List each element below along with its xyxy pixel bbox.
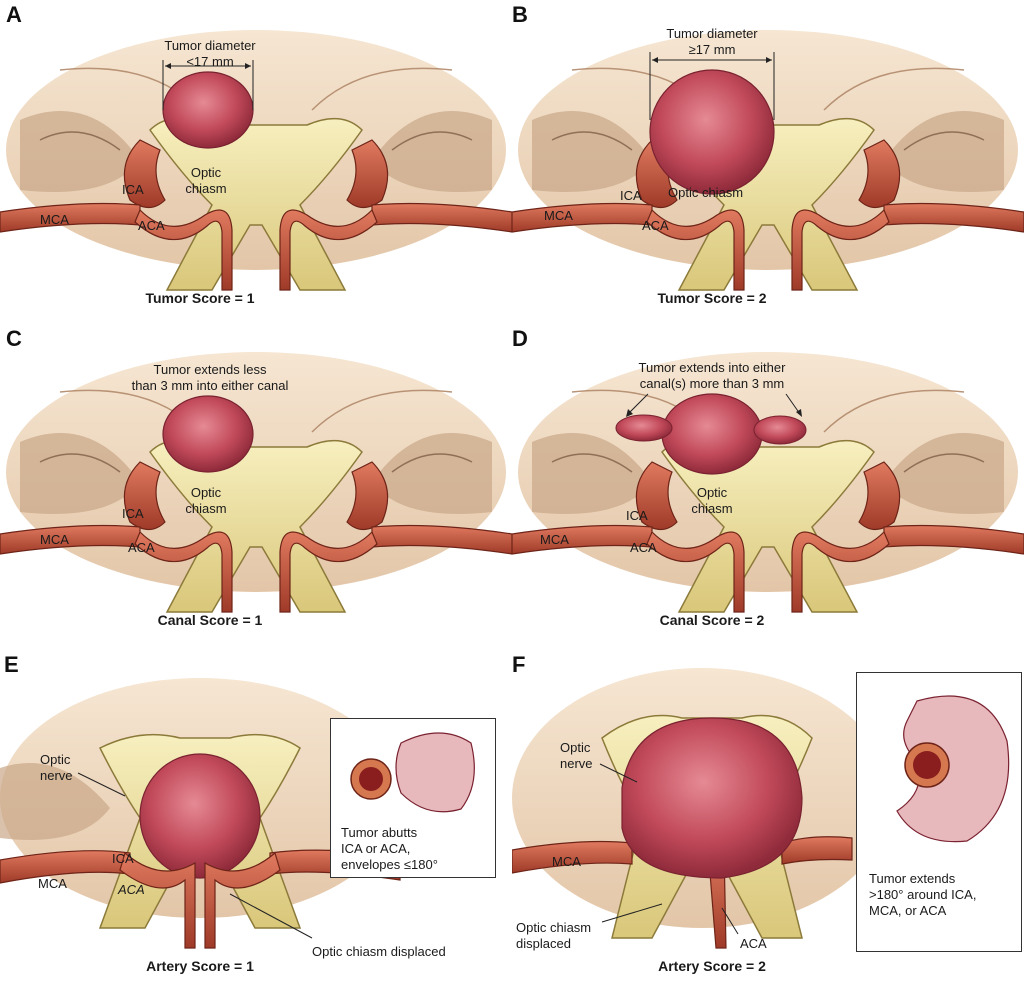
ica-label: ICA xyxy=(112,851,134,866)
inset-box: Tumor abutts ICA or ACA, envelopes ≤180° xyxy=(330,718,496,878)
canal-note-line2: canal(s) more than 3 mm xyxy=(639,376,785,391)
tumor xyxy=(139,753,261,879)
mca-label: MCA xyxy=(552,854,581,869)
score-caption: Canal Score = 2 xyxy=(659,612,765,628)
inset-text-line2: ICA or ACA, xyxy=(341,841,411,856)
panel-letter: B xyxy=(512,2,528,27)
panel-f-illustration xyxy=(512,668,892,949)
tumor xyxy=(162,395,254,473)
inset-illustration xyxy=(896,695,1010,843)
panel-e: E Optic nerve ICA MCA ACA Optic chiasm d… xyxy=(0,648,512,984)
ica-label: ICA xyxy=(122,506,144,521)
panel-a-illustration xyxy=(0,29,512,291)
ica-label: ICA xyxy=(620,188,642,203)
aca-label: ACA xyxy=(630,540,657,555)
pointer-right-head xyxy=(796,409,802,417)
chiasm-label-line1: Optic xyxy=(696,485,728,500)
diameter-note-line1: Tumor diameter xyxy=(164,38,256,53)
canal-note-line1: Tumor extends less xyxy=(153,362,267,377)
optic-nerve-label-line1: Optic xyxy=(560,740,591,755)
panel-a: A Tumor diameter <17 mm Optic chiasm ICA… xyxy=(0,0,512,328)
inset-text-line3: envelopes ≤180° xyxy=(341,857,438,872)
inset-text-line1: Tumor abutts xyxy=(341,825,418,840)
chiasm-label: Optic chiasm xyxy=(668,185,744,200)
tumor-enveloping xyxy=(621,717,803,879)
pointer-left xyxy=(627,393,649,415)
mca-label: MCA xyxy=(40,212,69,227)
score-caption: Artery Score = 2 xyxy=(658,958,766,974)
chiasm-label-line1: Optic xyxy=(190,485,222,500)
panel-letter: A xyxy=(6,2,22,27)
chiasm-displaced-label: Optic chiasm displaced xyxy=(312,944,446,959)
mca-label: MCA xyxy=(544,208,573,223)
aca-label: ACA xyxy=(128,540,155,555)
panel-c: C Tumor extends less than 3 mm into eith… xyxy=(0,322,512,650)
panel-letter: D xyxy=(512,326,528,351)
diameter-note-line2: <17 mm xyxy=(186,54,234,69)
inset-text-line2: >180° around ICA, xyxy=(869,887,977,902)
artery-lumen xyxy=(359,767,383,791)
score-caption: Canal Score = 1 xyxy=(157,612,263,628)
inset-text-line1: Tumor extends xyxy=(869,871,956,886)
optic-nerve-pointer xyxy=(77,772,126,797)
panel-f: F Optic nerve MCA Optic chiasm displaced… xyxy=(512,648,1024,984)
inset-box: Tumor extends >180° around ICA, MCA, or … xyxy=(856,672,1022,952)
pointer-left-head xyxy=(626,409,633,417)
diameter-note-line1: Tumor diameter xyxy=(666,26,758,41)
pointer-right xyxy=(785,393,801,415)
ica-label: ICA xyxy=(122,182,144,197)
tumor-small xyxy=(162,71,254,149)
canal-note-line2: than 3 mm into either canal xyxy=(131,378,289,393)
chiasm-label-line2: chiasm xyxy=(185,181,227,196)
chiasm-displaced-pointer xyxy=(229,893,313,939)
tumor xyxy=(661,393,763,475)
panel-letter: E xyxy=(4,652,19,677)
score-caption: Artery Score = 1 xyxy=(146,958,254,974)
chiasm-displaced-pointer xyxy=(601,903,663,923)
tumor-large xyxy=(649,69,775,195)
aca-label: ACA xyxy=(138,218,165,233)
ica-label: ICA xyxy=(626,508,648,523)
score-caption: Tumor Score = 1 xyxy=(145,290,255,306)
diameter-note-line2: ≥17 mm xyxy=(688,42,736,57)
chiasm-label-line2: chiasm xyxy=(691,501,733,516)
artery-lumen xyxy=(913,751,941,779)
mca-label: MCA xyxy=(540,532,569,547)
tumor-canal-extension-left xyxy=(615,414,673,442)
optic-nerve-label-line2: nerve xyxy=(40,768,73,783)
aca-pointer xyxy=(721,907,739,935)
panel-letter: C xyxy=(6,326,22,351)
tumor-abutting xyxy=(395,732,475,813)
optic-nerve-label-line1: Optic xyxy=(40,752,71,767)
panel-d-illustration xyxy=(512,351,1024,613)
chiasm-label-line1: Optic xyxy=(190,165,222,180)
chiasm-label-line2: chiasm xyxy=(185,501,227,516)
chiasm-displaced-label-line1: Optic chiasm xyxy=(516,920,592,935)
panel-c-illustration xyxy=(0,351,512,613)
panel-d: D Tumor extends into either canal(s) mor… xyxy=(512,322,1024,650)
inset-text-line3: MCA, or ACA xyxy=(869,903,947,918)
panel-letter: F xyxy=(512,652,526,677)
aca-label: ACA xyxy=(118,882,145,897)
canal-note-line1: Tumor extends into either xyxy=(638,360,786,375)
optic-nerve-pointer xyxy=(599,763,638,783)
panel-b: B Tumor diameter ≥17 mm Optic chiasm ICA… xyxy=(512,0,1024,328)
aca-label: ACA xyxy=(740,936,767,951)
panel-b-illustration xyxy=(512,29,1024,291)
aca-label: ACA xyxy=(642,218,669,233)
mca-label: MCA xyxy=(38,876,67,891)
panel-e-illustration xyxy=(0,678,401,949)
mca-label: MCA xyxy=(40,532,69,547)
inset-illustration xyxy=(350,732,475,813)
score-caption: Tumor Score = 2 xyxy=(657,290,767,306)
optic-nerve-label-line2: nerve xyxy=(560,756,593,771)
chiasm-displaced-label-line2: displaced xyxy=(516,936,571,951)
tumor-canal-extension-right xyxy=(753,415,807,445)
